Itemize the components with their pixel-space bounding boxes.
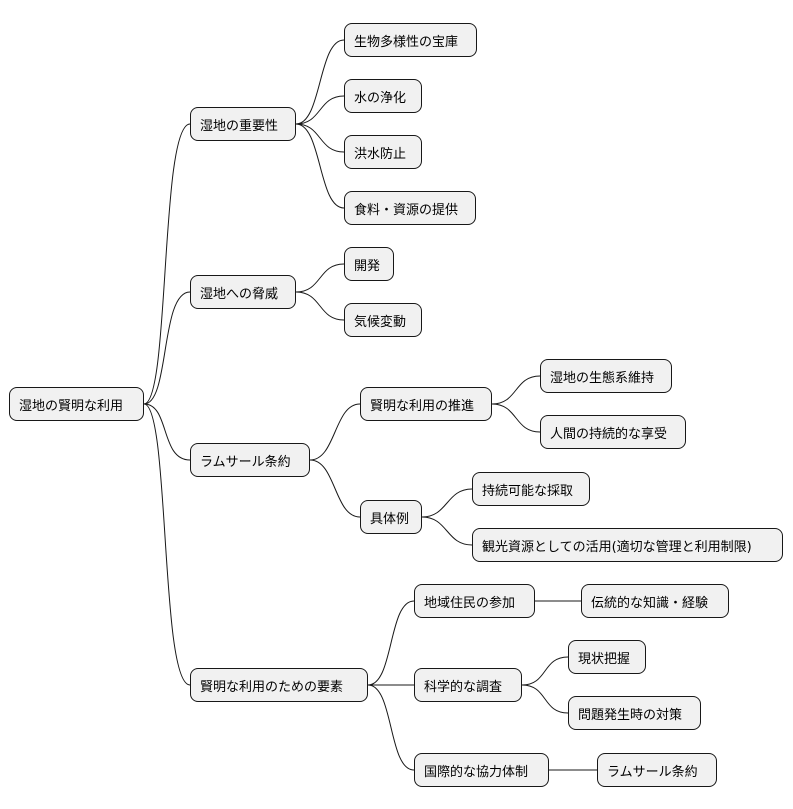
sub-node-scientific-survey: 科学的な調査	[414, 668, 522, 702]
leaf-node-climate-change: 気候変動	[344, 303, 422, 337]
leaf-node-food-resources: 食料・資源の提供	[344, 191, 476, 225]
sub-node-examples: 具体例	[360, 500, 422, 534]
leaf-node-status-assessment: 現状把握	[568, 640, 646, 674]
leaf-node-sustainable-harvest: 持続可能な採取	[472, 472, 590, 506]
branch-node-wise-use-elements: 賢明な利用のための要素	[190, 668, 368, 702]
leaf-node-flood-prevention: 洪水防止	[344, 135, 422, 169]
leaf-node-water-purification: 水の浄化	[344, 79, 422, 113]
leaf-node-biodiversity: 生物多様性の宝庫	[344, 23, 477, 57]
leaf-node-sustainable-enjoyment: 人間の持続的な享受	[540, 415, 686, 449]
sub-node-wise-use-promotion: 賢明な利用の推進	[360, 387, 492, 421]
leaf-node-countermeasures: 問題発生時の対策	[568, 696, 701, 730]
leaf-node-ramsar-convention: ラムサール条約	[597, 753, 717, 787]
sub-node-local-participation: 地域住民の参加	[414, 584, 535, 618]
branch-node-importance: 湿地の重要性	[190, 107, 296, 141]
branch-node-ramsar: ラムサール条約	[190, 443, 310, 477]
root-node: 湿地の賢明な利用	[9, 387, 144, 421]
leaf-node-traditional-knowledge: 伝統的な知識・経験	[581, 584, 729, 618]
leaf-node-tourism-use: 観光資源としての活用(適切な管理と利用制限)	[472, 528, 783, 562]
leaf-node-ecosystem-maintenance: 湿地の生態系維持	[540, 359, 672, 393]
branch-node-threats: 湿地への脅威	[190, 275, 296, 309]
sub-node-international-cooperation: 国際的な協力体制	[414, 753, 549, 787]
leaf-node-development: 開発	[344, 247, 394, 281]
